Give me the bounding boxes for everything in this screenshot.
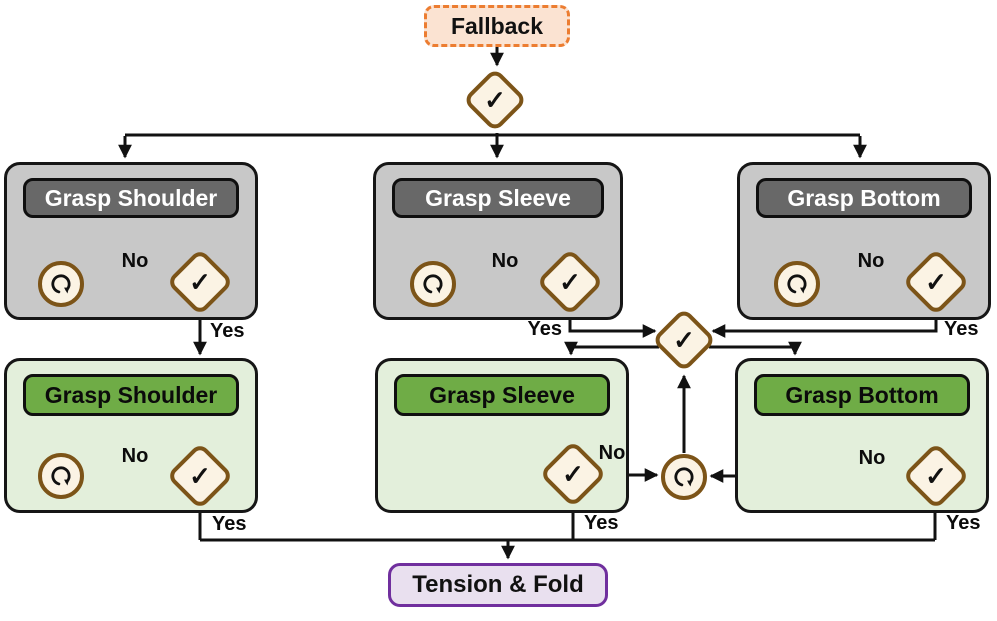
- edge-label-yes: Yes: [212, 513, 247, 535]
- stage1-grasp-shoulder-header: Grasp Shoulder: [23, 178, 239, 218]
- edge-label-yes: Yes: [527, 318, 562, 340]
- edge-label-no: No: [491, 250, 519, 272]
- edge-label-yes: Yes: [944, 318, 979, 340]
- stage2-grasp-sleeve-box: Grasp Sleeve: [375, 358, 629, 513]
- check-icon: ✓: [559, 266, 581, 297]
- stage2-grasp-shoulder-header: Grasp Shoulder: [23, 374, 239, 416]
- check-icon: ✓: [484, 84, 506, 115]
- edge-label-no: No: [858, 447, 886, 469]
- retry-icon: [661, 454, 707, 500]
- check-icon: ✓: [562, 458, 584, 489]
- retry-icon: [410, 261, 456, 307]
- check-icon: ✓: [189, 460, 211, 491]
- retry-icon: [38, 453, 84, 499]
- edge-label-yes: Yes: [584, 512, 619, 534]
- fallback-node: Fallback: [424, 5, 570, 47]
- check-icon: ✓: [189, 266, 211, 297]
- edge-label-yes: Yes: [210, 320, 245, 342]
- edge-label-yes: Yes: [946, 512, 981, 534]
- edge-label-no: No: [857, 250, 885, 272]
- stage2-grasp-bottom-header: Grasp Bottom: [754, 374, 970, 416]
- retry-icon: [774, 261, 820, 307]
- edge-label-no: No: [121, 250, 149, 272]
- edge-label-no: No: [121, 445, 149, 467]
- retry-icon: [38, 261, 84, 307]
- check-icon: ✓: [673, 324, 695, 355]
- tension-fold-node: Tension & Fold: [388, 563, 608, 607]
- edge-label-no: No: [598, 442, 626, 464]
- check-icon: ✓: [925, 460, 947, 491]
- check-icon: ✓: [925, 266, 947, 297]
- stage1-grasp-sleeve-header: Grasp Sleeve: [392, 178, 604, 218]
- stage2-grasp-sleeve-header: Grasp Sleeve: [394, 374, 610, 416]
- stage1-grasp-bottom-header: Grasp Bottom: [756, 178, 972, 218]
